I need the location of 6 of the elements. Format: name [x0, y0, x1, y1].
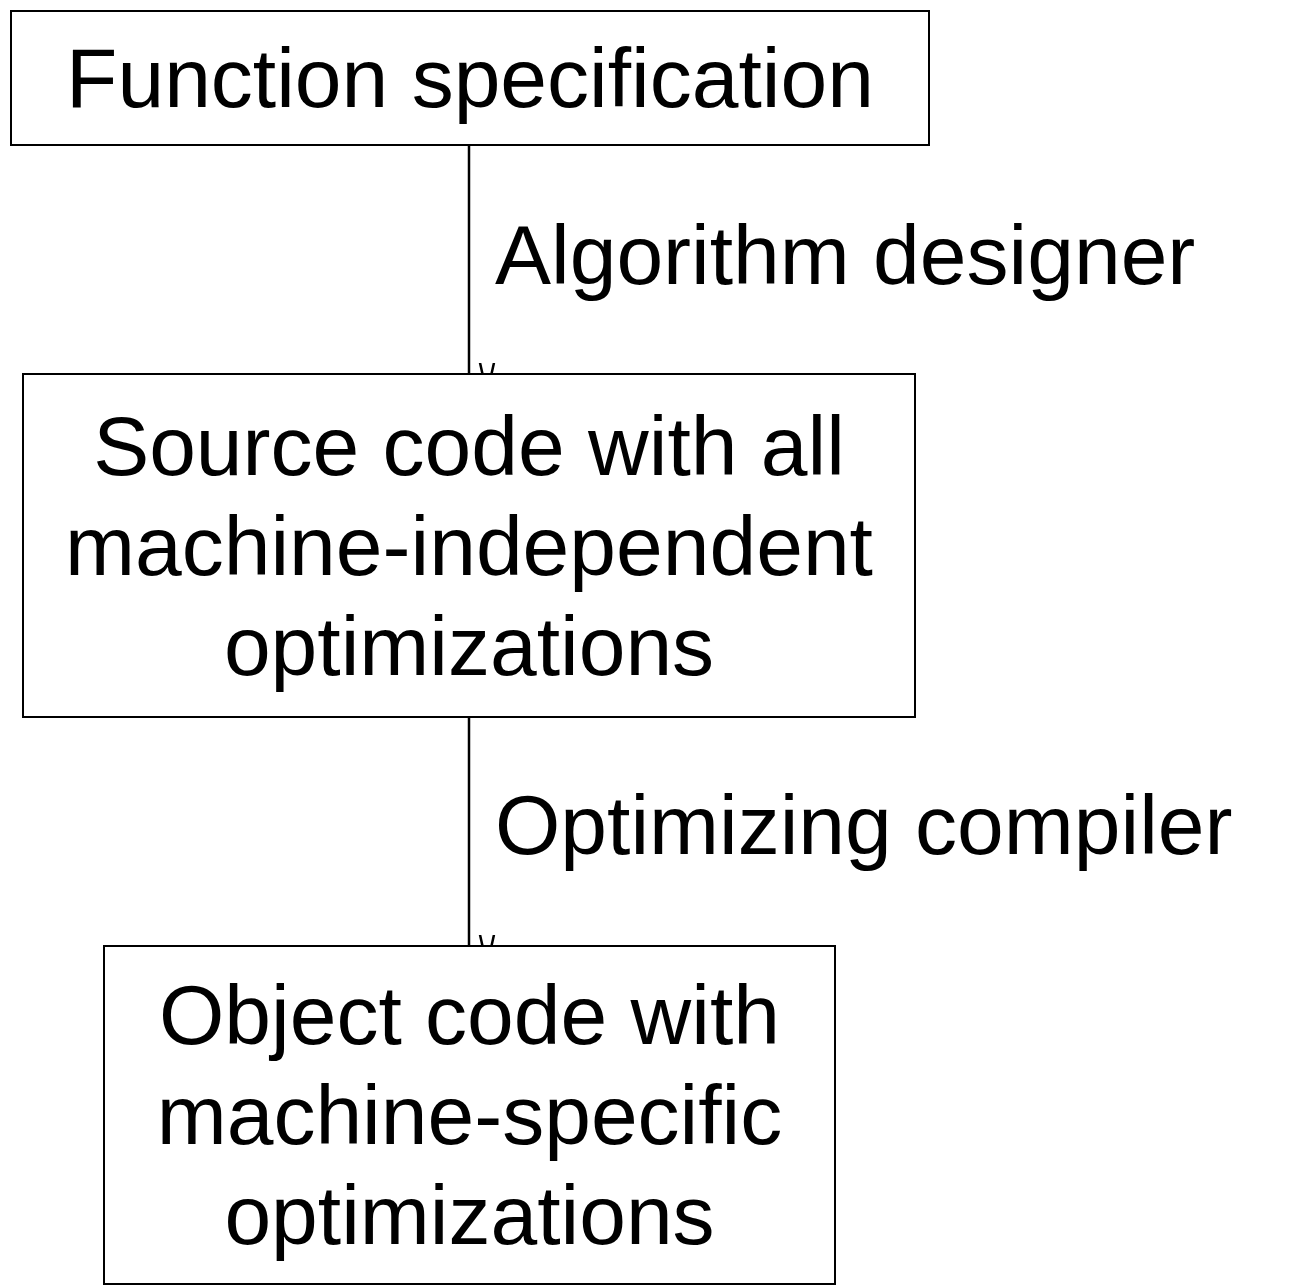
box-label: Object code with machine-specific optimizations — [155, 967, 784, 1264]
process-box — [22, 373, 916, 718]
process-box — [10, 10, 930, 146]
box-label: Function specification — [66, 30, 874, 127]
process-box — [103, 945, 836, 1285]
box-label: Source code with all machine-independent optimizations — [64, 397, 874, 695]
